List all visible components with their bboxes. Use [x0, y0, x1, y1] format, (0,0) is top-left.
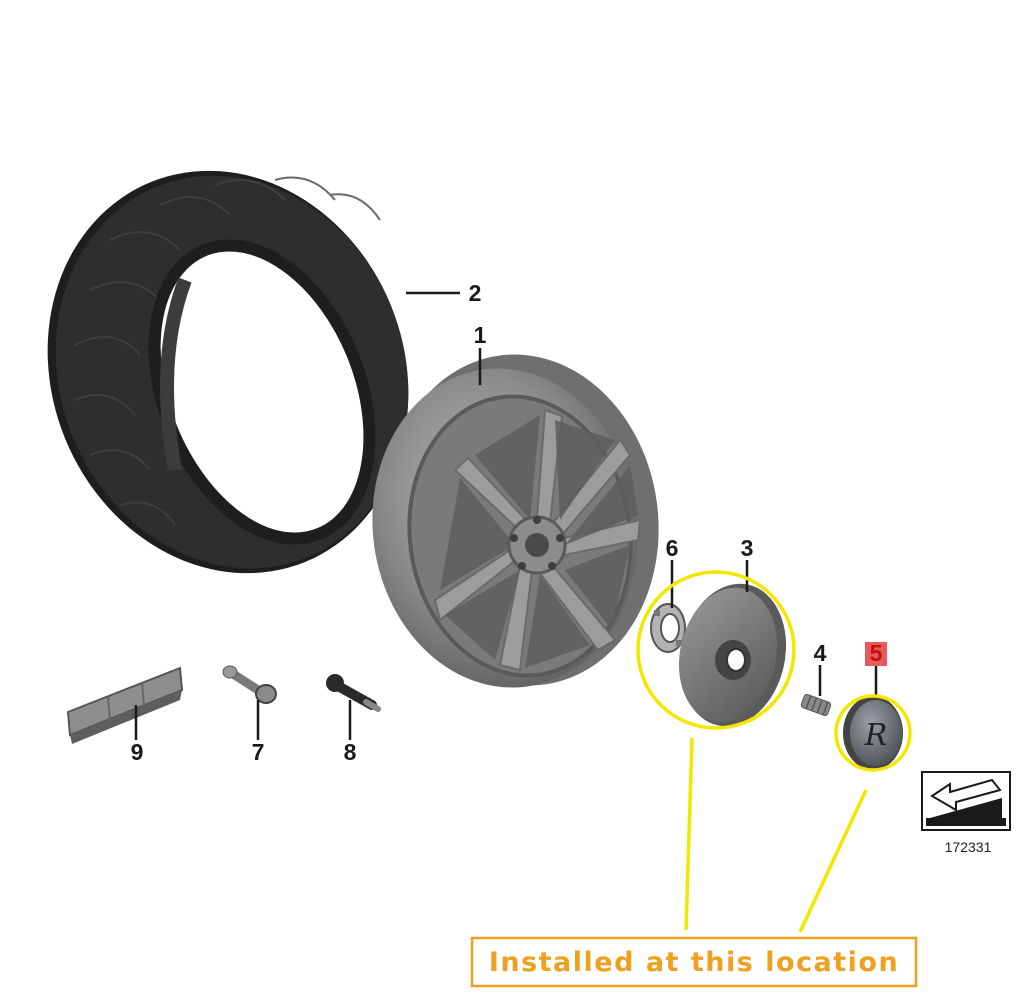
- tire-valve-illustration: [326, 674, 381, 712]
- part-label-5-highlight: [865, 642, 887, 666]
- center-cap-illustration: R: [843, 696, 903, 770]
- callout-text: Installed at this location: [489, 947, 899, 978]
- tire-illustration: [47, 170, 409, 574]
- screw-illustration: [800, 693, 832, 717]
- part-label-6: 6: [666, 535, 679, 561]
- part-label-7: 7: [252, 739, 265, 765]
- cap-logo: R: [864, 718, 888, 753]
- retaining-ring-illustration: [650, 603, 686, 653]
- part-label-5: 5: [870, 640, 883, 666]
- highlight-circle-cap: [834, 694, 912, 772]
- balance-weight-illustration: [66, 666, 184, 744]
- part-label-1: 1: [474, 322, 487, 348]
- wheel-bolt-illustration: [222, 665, 277, 704]
- callout-box: Installed at this location: [470, 936, 918, 988]
- part-label-3: 3: [741, 535, 754, 561]
- part-labels: 2 1 6 3 4 5 9 7 8: [131, 280, 887, 765]
- highlight-circle-group: [636, 570, 796, 730]
- hub-cover-disc-illustration: [678, 583, 787, 727]
- reference-icon: [921, 771, 1011, 831]
- callout-line-left: [684, 737, 694, 931]
- part-label-9: 9: [131, 739, 144, 765]
- highlight-marks: [636, 570, 912, 933]
- wheel-rim-illustration: [372, 354, 659, 688]
- part-label-4: 4: [814, 640, 827, 666]
- part-label-2: 2: [469, 280, 482, 306]
- part-label-8: 8: [344, 739, 357, 765]
- callout-line-right: [798, 789, 868, 933]
- reference-number: 172331: [945, 839, 992, 855]
